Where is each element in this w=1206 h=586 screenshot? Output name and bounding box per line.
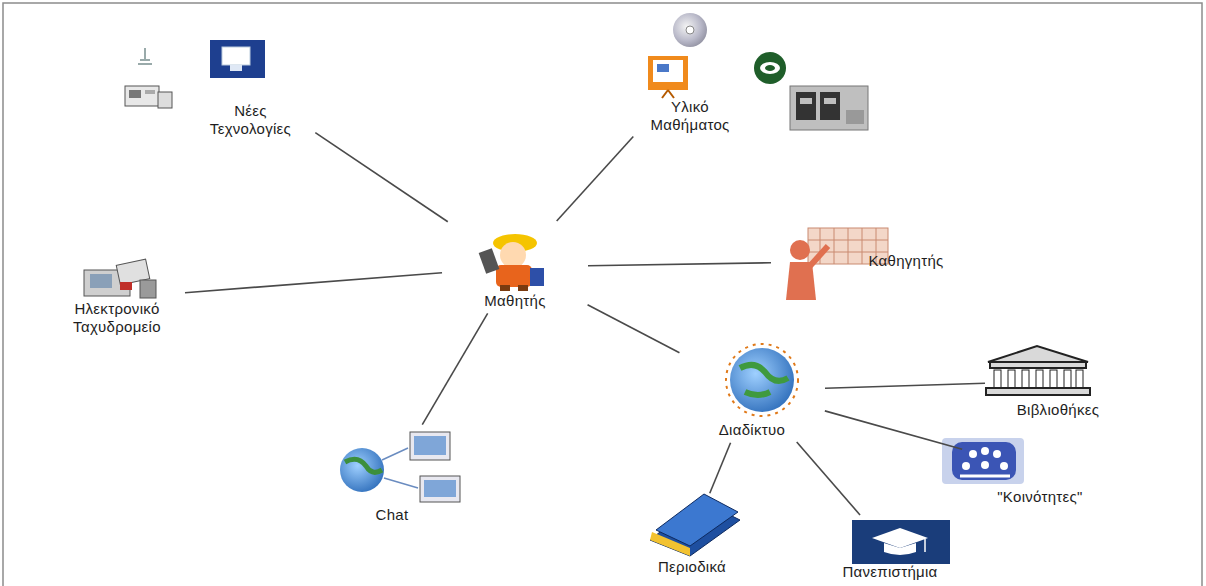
topic-node: Υλικό Μαθήματος bbox=[636, 14, 744, 134]
node-label: Περιοδικά bbox=[627, 558, 757, 576]
communities-icon bbox=[942, 438, 1024, 484]
node-label: Chat bbox=[332, 506, 452, 524]
topic-node: Chat bbox=[328, 428, 456, 524]
journals-icon bbox=[650, 494, 740, 556]
center-node: Μαθητής bbox=[446, 224, 584, 310]
node-label: Νέες Τεχνολογίες bbox=[193, 102, 308, 138]
topic-node: Καθηγητής bbox=[775, 226, 975, 296]
connector-line bbox=[825, 411, 962, 449]
node-label: Ηλεκτρονικό Ταχυδρομείο bbox=[57, 300, 177, 336]
resource-node: "Κοινότητες" bbox=[966, 436, 1114, 506]
connector-line bbox=[185, 273, 442, 293]
connector-line bbox=[588, 263, 771, 266]
node-label: Διαδίκτυο bbox=[687, 421, 817, 439]
library-icon bbox=[986, 346, 1090, 395]
topic-node: Ηλεκτρονικό Ταχυδρομείο bbox=[53, 260, 181, 336]
connector-line bbox=[557, 137, 634, 222]
connector-line bbox=[588, 305, 680, 353]
hub-node: Διαδίκτυο bbox=[683, 342, 821, 439]
node-label: Υλικό Μαθήματος bbox=[640, 98, 740, 134]
node-label: "Κοινότητες" bbox=[970, 488, 1110, 506]
chat-icon bbox=[340, 432, 460, 502]
connector-line bbox=[710, 443, 731, 494]
node-label: Καθηγητής bbox=[841, 252, 971, 270]
connector-line bbox=[825, 383, 985, 388]
connector-line bbox=[422, 313, 487, 424]
email-icon bbox=[84, 259, 156, 298]
node-label: Μαθητής bbox=[450, 292, 580, 310]
resource-node: Βιβλιοθήκες bbox=[989, 343, 1127, 419]
frame bbox=[3, 3, 1202, 586]
student-icon bbox=[479, 234, 544, 291]
connector-line bbox=[797, 442, 860, 515]
university-icon bbox=[852, 520, 950, 564]
node-label: Βιβλιοθήκες bbox=[993, 401, 1123, 419]
node-label: Πανεπιστήμια bbox=[825, 563, 955, 581]
topic-node: Νέες Τεχνολογίες bbox=[189, 40, 312, 138]
resource-node: Περιοδικά bbox=[623, 497, 761, 576]
internet-icon bbox=[726, 344, 798, 416]
new-tech-icons bbox=[125, 40, 265, 108]
resource-node: Πανεπιστήμια bbox=[821, 518, 959, 581]
connector-line bbox=[315, 133, 447, 222]
